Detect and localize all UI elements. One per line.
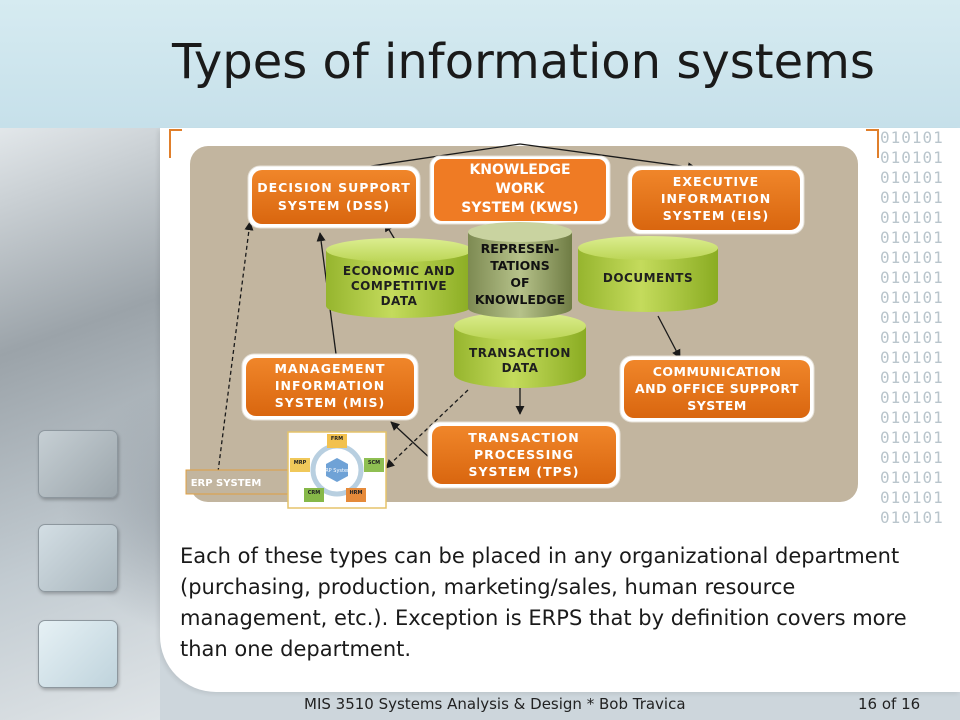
footer-course: MIS 3510 Systems Analysis & Design * Bob… — [304, 695, 686, 713]
erp-module-label: FRM — [331, 436, 343, 442]
erp-system-label: ERP SYSTEM — [191, 478, 262, 489]
binary-pattern: 010101 010101 010101 010101 010101 01010… — [880, 128, 944, 527]
decor-square-2 — [38, 524, 118, 592]
erp-label: ERP SYSTEM — [185, 469, 291, 495]
erp-module-label: CRM — [308, 490, 321, 496]
erp-diagram: ERP System FRM SCM HRM CRM MRP — [287, 431, 387, 509]
erp-center-label: ERP System — [322, 468, 352, 474]
slide-title: Types of information systems — [172, 34, 875, 90]
erp-module-label: HRM — [349, 490, 362, 496]
documents-store: DOCUMENTS — [578, 236, 718, 312]
erp-module-label: MRP — [294, 460, 307, 466]
frame-corner-tr — [866, 129, 879, 158]
documents-label: DOCUMENTS — [603, 271, 693, 285]
title-band — [0, 0, 960, 128]
erp-center-hex — [326, 458, 348, 482]
footer-page-number: 16 of 16 — [858, 695, 921, 713]
decor-square-1 — [38, 430, 118, 498]
slide-body-text: Each of these types can be placed in any… — [180, 544, 907, 661]
frame-corner-tl — [169, 129, 182, 158]
erp-module-label: SCM — [368, 460, 380, 466]
decor-square-3 — [38, 620, 118, 688]
